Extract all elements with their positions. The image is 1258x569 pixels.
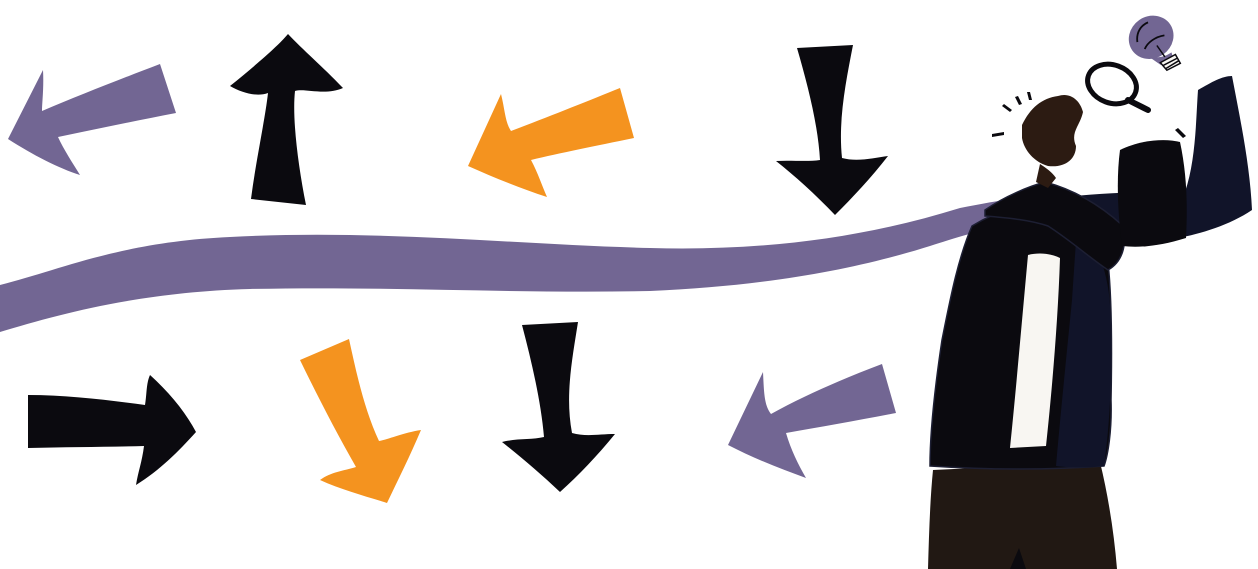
head [1022, 94, 1083, 167]
surprise-mark [992, 132, 1004, 137]
arrow-left-up-icon [8, 64, 176, 175]
winding-path [0, 196, 1060, 332]
arrow-right-icon [28, 375, 196, 485]
trousers [928, 462, 1117, 569]
arrow-left-icon [728, 364, 896, 478]
surprise-mark [1027, 92, 1032, 100]
arrow-up-icon [230, 34, 343, 205]
raised-arm [1060, 76, 1252, 250]
magnifying-glass-icon [1085, 61, 1151, 113]
jacket-side-panel [1056, 215, 1112, 468]
lightbulb-icon [1128, 15, 1182, 72]
surprise-mark [1002, 104, 1012, 112]
shirt [1010, 253, 1060, 448]
surprise-mark [1175, 128, 1186, 138]
surprise-mark [1015, 96, 1022, 105]
man-figure [928, 76, 1252, 569]
neck [1036, 164, 1056, 188]
trouser-crease [1010, 548, 1026, 569]
arrow-left-icon [468, 88, 634, 197]
arrow-down-icon [502, 322, 615, 492]
raised-forearm [1117, 140, 1187, 247]
arrow-down-right-icon [300, 339, 421, 503]
arrow-down-icon [776, 45, 888, 215]
